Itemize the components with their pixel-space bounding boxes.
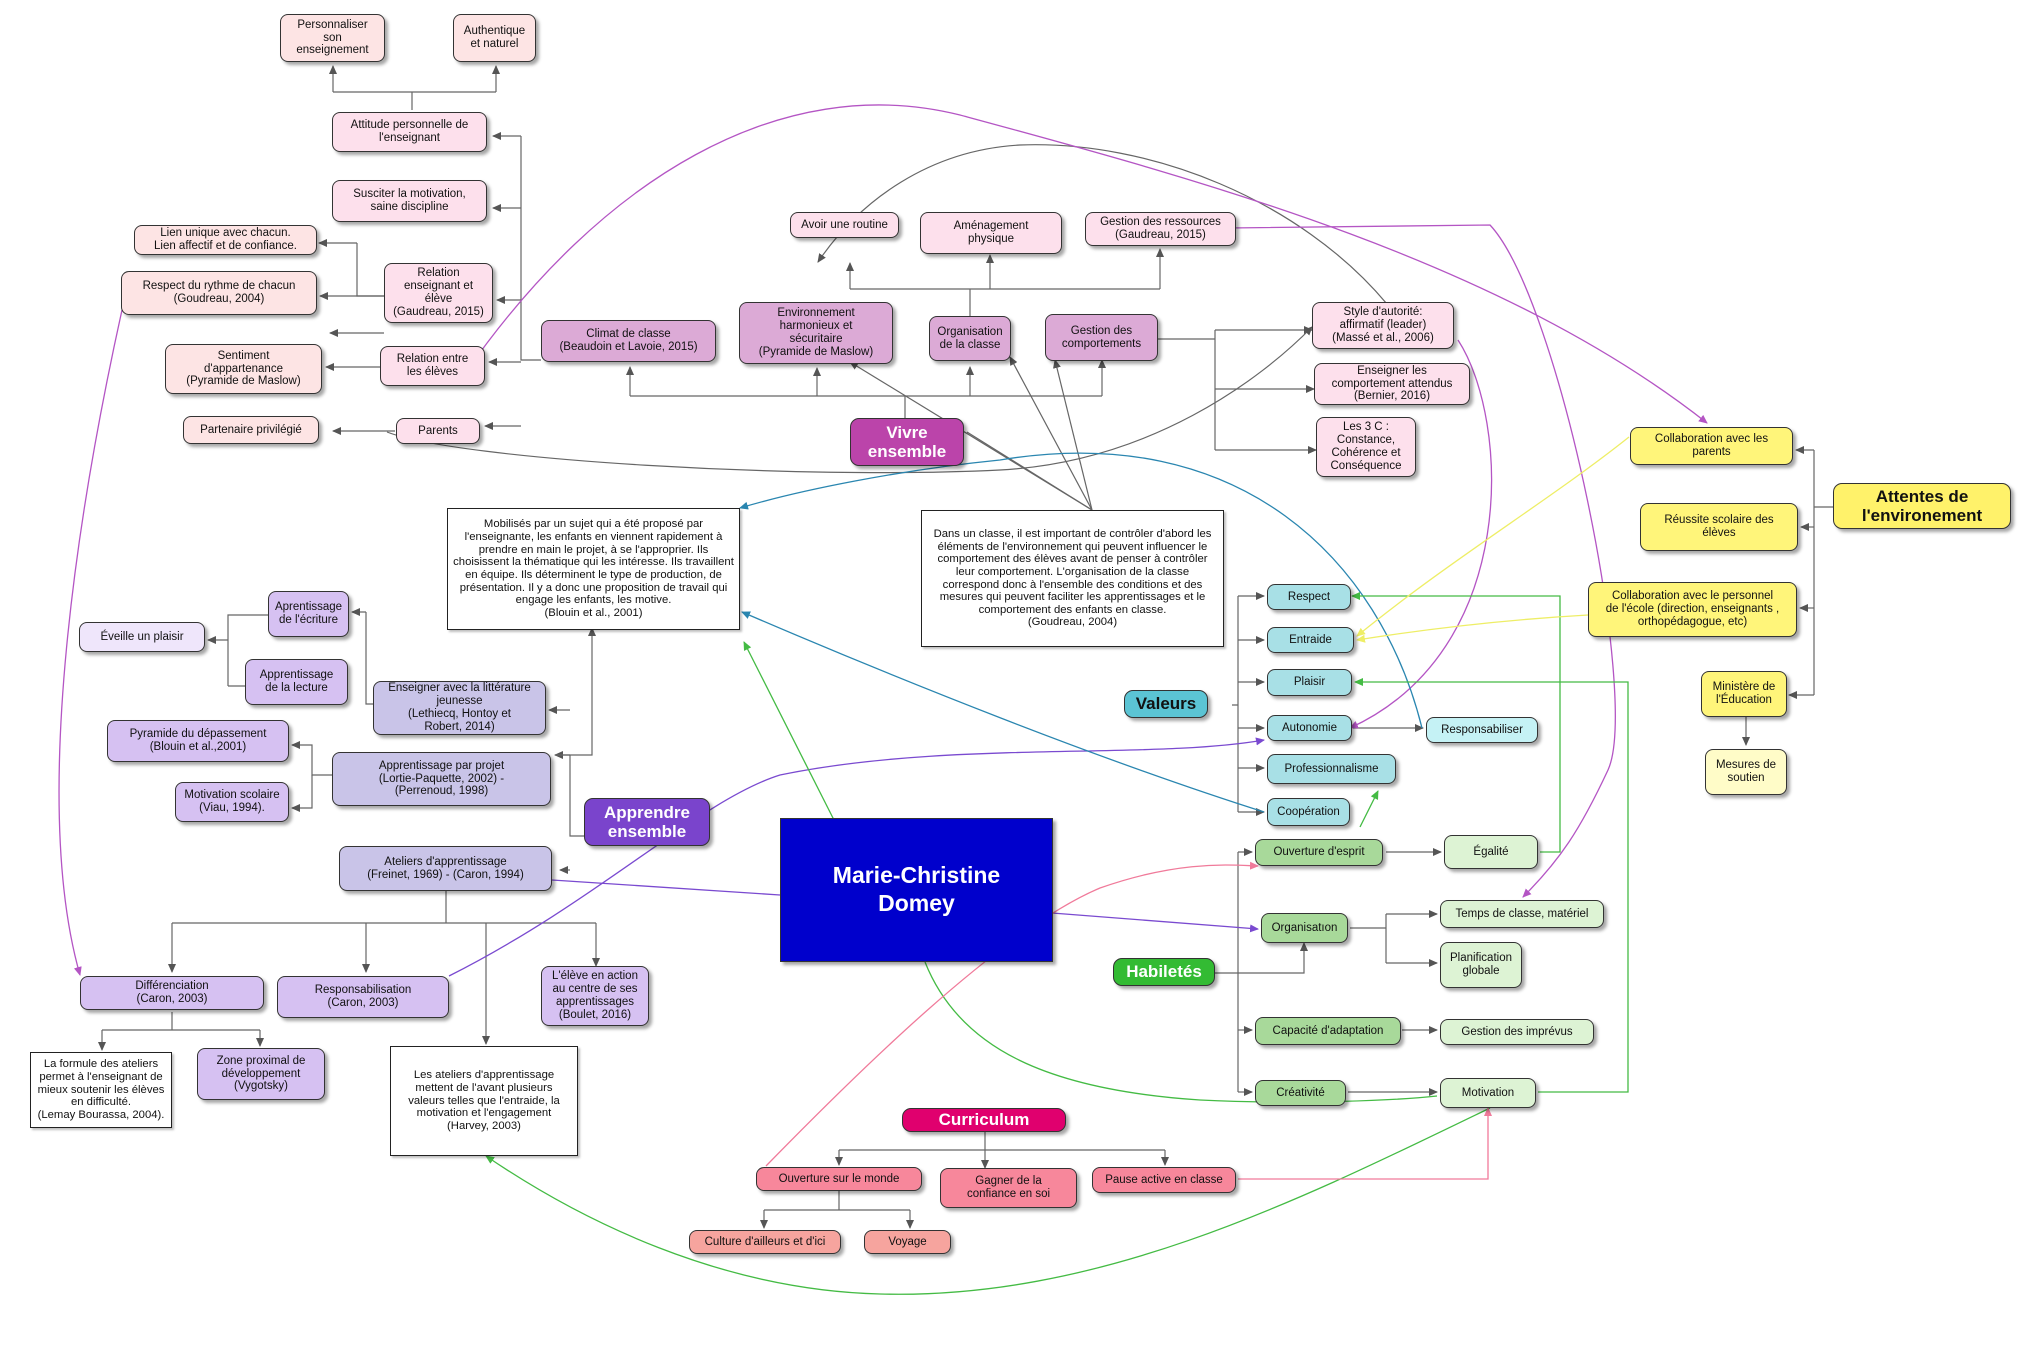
node-ouverture-esprit[interactable]: Ouverture d'esprit bbox=[1255, 839, 1383, 866]
node-eleve-en-action[interactable]: L'élève en action au centre de ses appre… bbox=[541, 966, 649, 1026]
node-environnement-harmonieux[interactable]: Environnement harmonieux et sécuritaire … bbox=[739, 302, 893, 364]
node-personnaliser-enseignement[interactable]: Personnaliser son enseignement bbox=[280, 14, 385, 62]
node-relation-enseignant-eleve[interactable]: Relation enseignant et élève (Gaudreau, … bbox=[384, 263, 493, 323]
heading-curriculum[interactable]: Curriculum bbox=[902, 1108, 1066, 1132]
node-relation-entre-eleves[interactable]: Relation entre les élèves bbox=[380, 346, 485, 386]
node-collaboration-parents[interactable]: Collaboration avec les parents bbox=[1630, 427, 1793, 465]
node-organisation-classe[interactable]: Organisation de la classe bbox=[929, 316, 1011, 361]
node-litterature-jeunesse[interactable]: Enseigner avec la littérature jeunesse (… bbox=[373, 681, 546, 735]
note-ateliers-valeurs: Les ateliers d'apprentissage mettent de … bbox=[390, 1046, 578, 1156]
heading-habiletes[interactable]: Habiletés bbox=[1113, 958, 1215, 986]
note-formule-ateliers: La formule des ateliers permet à l'ensei… bbox=[30, 1052, 172, 1128]
node-respect-rythme[interactable]: Respect du rythme de chacun (Goudreau, 2… bbox=[121, 271, 317, 315]
node-pause-active[interactable]: Pause active en classe bbox=[1092, 1167, 1236, 1193]
node-collaboration-personnel[interactable]: Collaboration avec le personnel de l'éco… bbox=[1588, 582, 1797, 637]
node-mesures-soutien[interactable]: Mesures de soutien bbox=[1705, 749, 1787, 795]
node-capacite-adaptation[interactable]: Capacité d'adaptation bbox=[1255, 1017, 1401, 1045]
central-topic[interactable]: Marie-Christine Domey bbox=[780, 818, 1053, 962]
node-climat-de-classe[interactable]: Climat de classe (Beaudoin et Lavoie, 20… bbox=[541, 320, 716, 362]
node-planification-globale[interactable]: Planification globale bbox=[1440, 942, 1522, 988]
node-lien-unique[interactable]: Lien unique avec chacun. Lien affectif e… bbox=[134, 225, 317, 255]
node-responsabiliser[interactable]: Responsabiliser bbox=[1426, 717, 1538, 743]
node-motivation-scolaire[interactable]: Motivation scolaire (Viau, 1994). bbox=[175, 782, 289, 822]
node-sentiment-appartenance[interactable]: Sentiment d'appartenance (Pyramide de Ma… bbox=[165, 344, 322, 394]
node-organisation[interactable]: Organisatıon bbox=[1261, 913, 1348, 943]
node-voyage[interactable]: Voyage bbox=[864, 1230, 951, 1254]
heading-apprendre-ensemble[interactable]: Apprendre ensemble bbox=[584, 798, 710, 846]
node-enseigner-comportements[interactable]: Enseigner les comportement attendus (Ber… bbox=[1314, 363, 1470, 405]
node-creativite[interactable]: Créativité bbox=[1255, 1080, 1346, 1106]
node-autonomie[interactable]: Autonomie bbox=[1267, 715, 1352, 741]
node-cooperation[interactable]: Coopération bbox=[1267, 798, 1350, 826]
node-eveille-plaisir[interactable]: Éveille un plaisir bbox=[79, 622, 205, 652]
node-gestion-ressources[interactable]: Gestion des ressources (Gaudreau, 2015) bbox=[1085, 212, 1236, 246]
node-motivation[interactable]: Motivation bbox=[1440, 1078, 1536, 1108]
node-pyramide-depassement[interactable]: Pyramide du dépassement (Blouin et al.,2… bbox=[107, 720, 289, 762]
node-temps-classe[interactable]: Temps de classe, matériel bbox=[1440, 900, 1604, 928]
node-gestion-comportements[interactable]: Gestion des comportements bbox=[1045, 314, 1158, 361]
node-apprentissage-projet[interactable]: Apprentissage par projet (Lortie-Paquett… bbox=[332, 752, 551, 806]
node-parents[interactable]: Parents bbox=[396, 418, 480, 444]
node-apprentissage-lecture[interactable]: Apprentissage de la lecture bbox=[245, 659, 348, 705]
node-avoir-routine[interactable]: Avoir une routine bbox=[790, 212, 899, 238]
node-ouverture-monde[interactable]: Ouverture sur le monde bbox=[756, 1167, 922, 1191]
heading-vivre-ensemble[interactable]: Vivre ensemble bbox=[850, 418, 964, 466]
note-apprentissage-projet: Mobilisés par un sujet qui a été proposé… bbox=[447, 508, 740, 630]
node-zone-proximale[interactable]: Zone proximal de développement (Vygotsky… bbox=[197, 1048, 325, 1100]
node-apprentissage-ecriture[interactable]: Aprentissage de l'écriture bbox=[268, 591, 349, 637]
node-entraide[interactable]: Entraide bbox=[1267, 627, 1354, 653]
node-attitude-enseignant[interactable]: Attitude personnelle de l'enseignant bbox=[332, 112, 487, 152]
node-gestion-imprevus[interactable]: Gestion des imprévus bbox=[1440, 1019, 1594, 1045]
node-ateliers-apprentissage[interactable]: Ateliers d'apprentissage (Freinet, 1969)… bbox=[339, 846, 552, 891]
node-amenagement-physique[interactable]: Aménagement physique bbox=[920, 212, 1062, 254]
node-culture-ailleurs[interactable]: Culture d'ailleurs et d'ici bbox=[689, 1230, 841, 1254]
heading-valeurs[interactable]: Valeurs bbox=[1124, 690, 1208, 718]
node-respect[interactable]: Respect bbox=[1267, 584, 1351, 610]
node-trois-c[interactable]: Les 3 C : Constance, Cohérence et Conséq… bbox=[1316, 417, 1416, 477]
node-style-autorite[interactable]: Style d'autorité: affirmatif (leader) (M… bbox=[1312, 302, 1454, 349]
node-professionnalisme[interactable]: Professionnalisme bbox=[1267, 754, 1396, 784]
node-partenaire-privilegie[interactable]: Partenaire privilégié bbox=[183, 416, 319, 444]
node-egalite[interactable]: Égalité bbox=[1444, 835, 1538, 869]
node-authentique-naturel[interactable]: Authentique et naturel bbox=[453, 14, 536, 62]
node-ministere-education[interactable]: Ministère de l'Éducation bbox=[1701, 671, 1787, 717]
node-susciter-motivation[interactable]: Susciter la motivation, saine discipline bbox=[332, 180, 487, 222]
node-differenciation[interactable]: Différenciation (Caron, 2003) bbox=[80, 976, 264, 1010]
node-reussite-scolaire[interactable]: Réussite scolaire des élèves bbox=[1640, 503, 1798, 551]
heading-attentes-environnement[interactable]: Attentes de l'environement bbox=[1833, 483, 2011, 529]
node-plaisir[interactable]: Plaisir bbox=[1267, 669, 1352, 696]
node-confiance-soi[interactable]: Gagner de la confiance en soi bbox=[940, 1168, 1077, 1208]
node-responsabilisation[interactable]: Responsabilisation (Caron, 2003) bbox=[277, 976, 449, 1018]
note-organisation-classe: Dans un classe, il est important de cont… bbox=[921, 510, 1224, 647]
